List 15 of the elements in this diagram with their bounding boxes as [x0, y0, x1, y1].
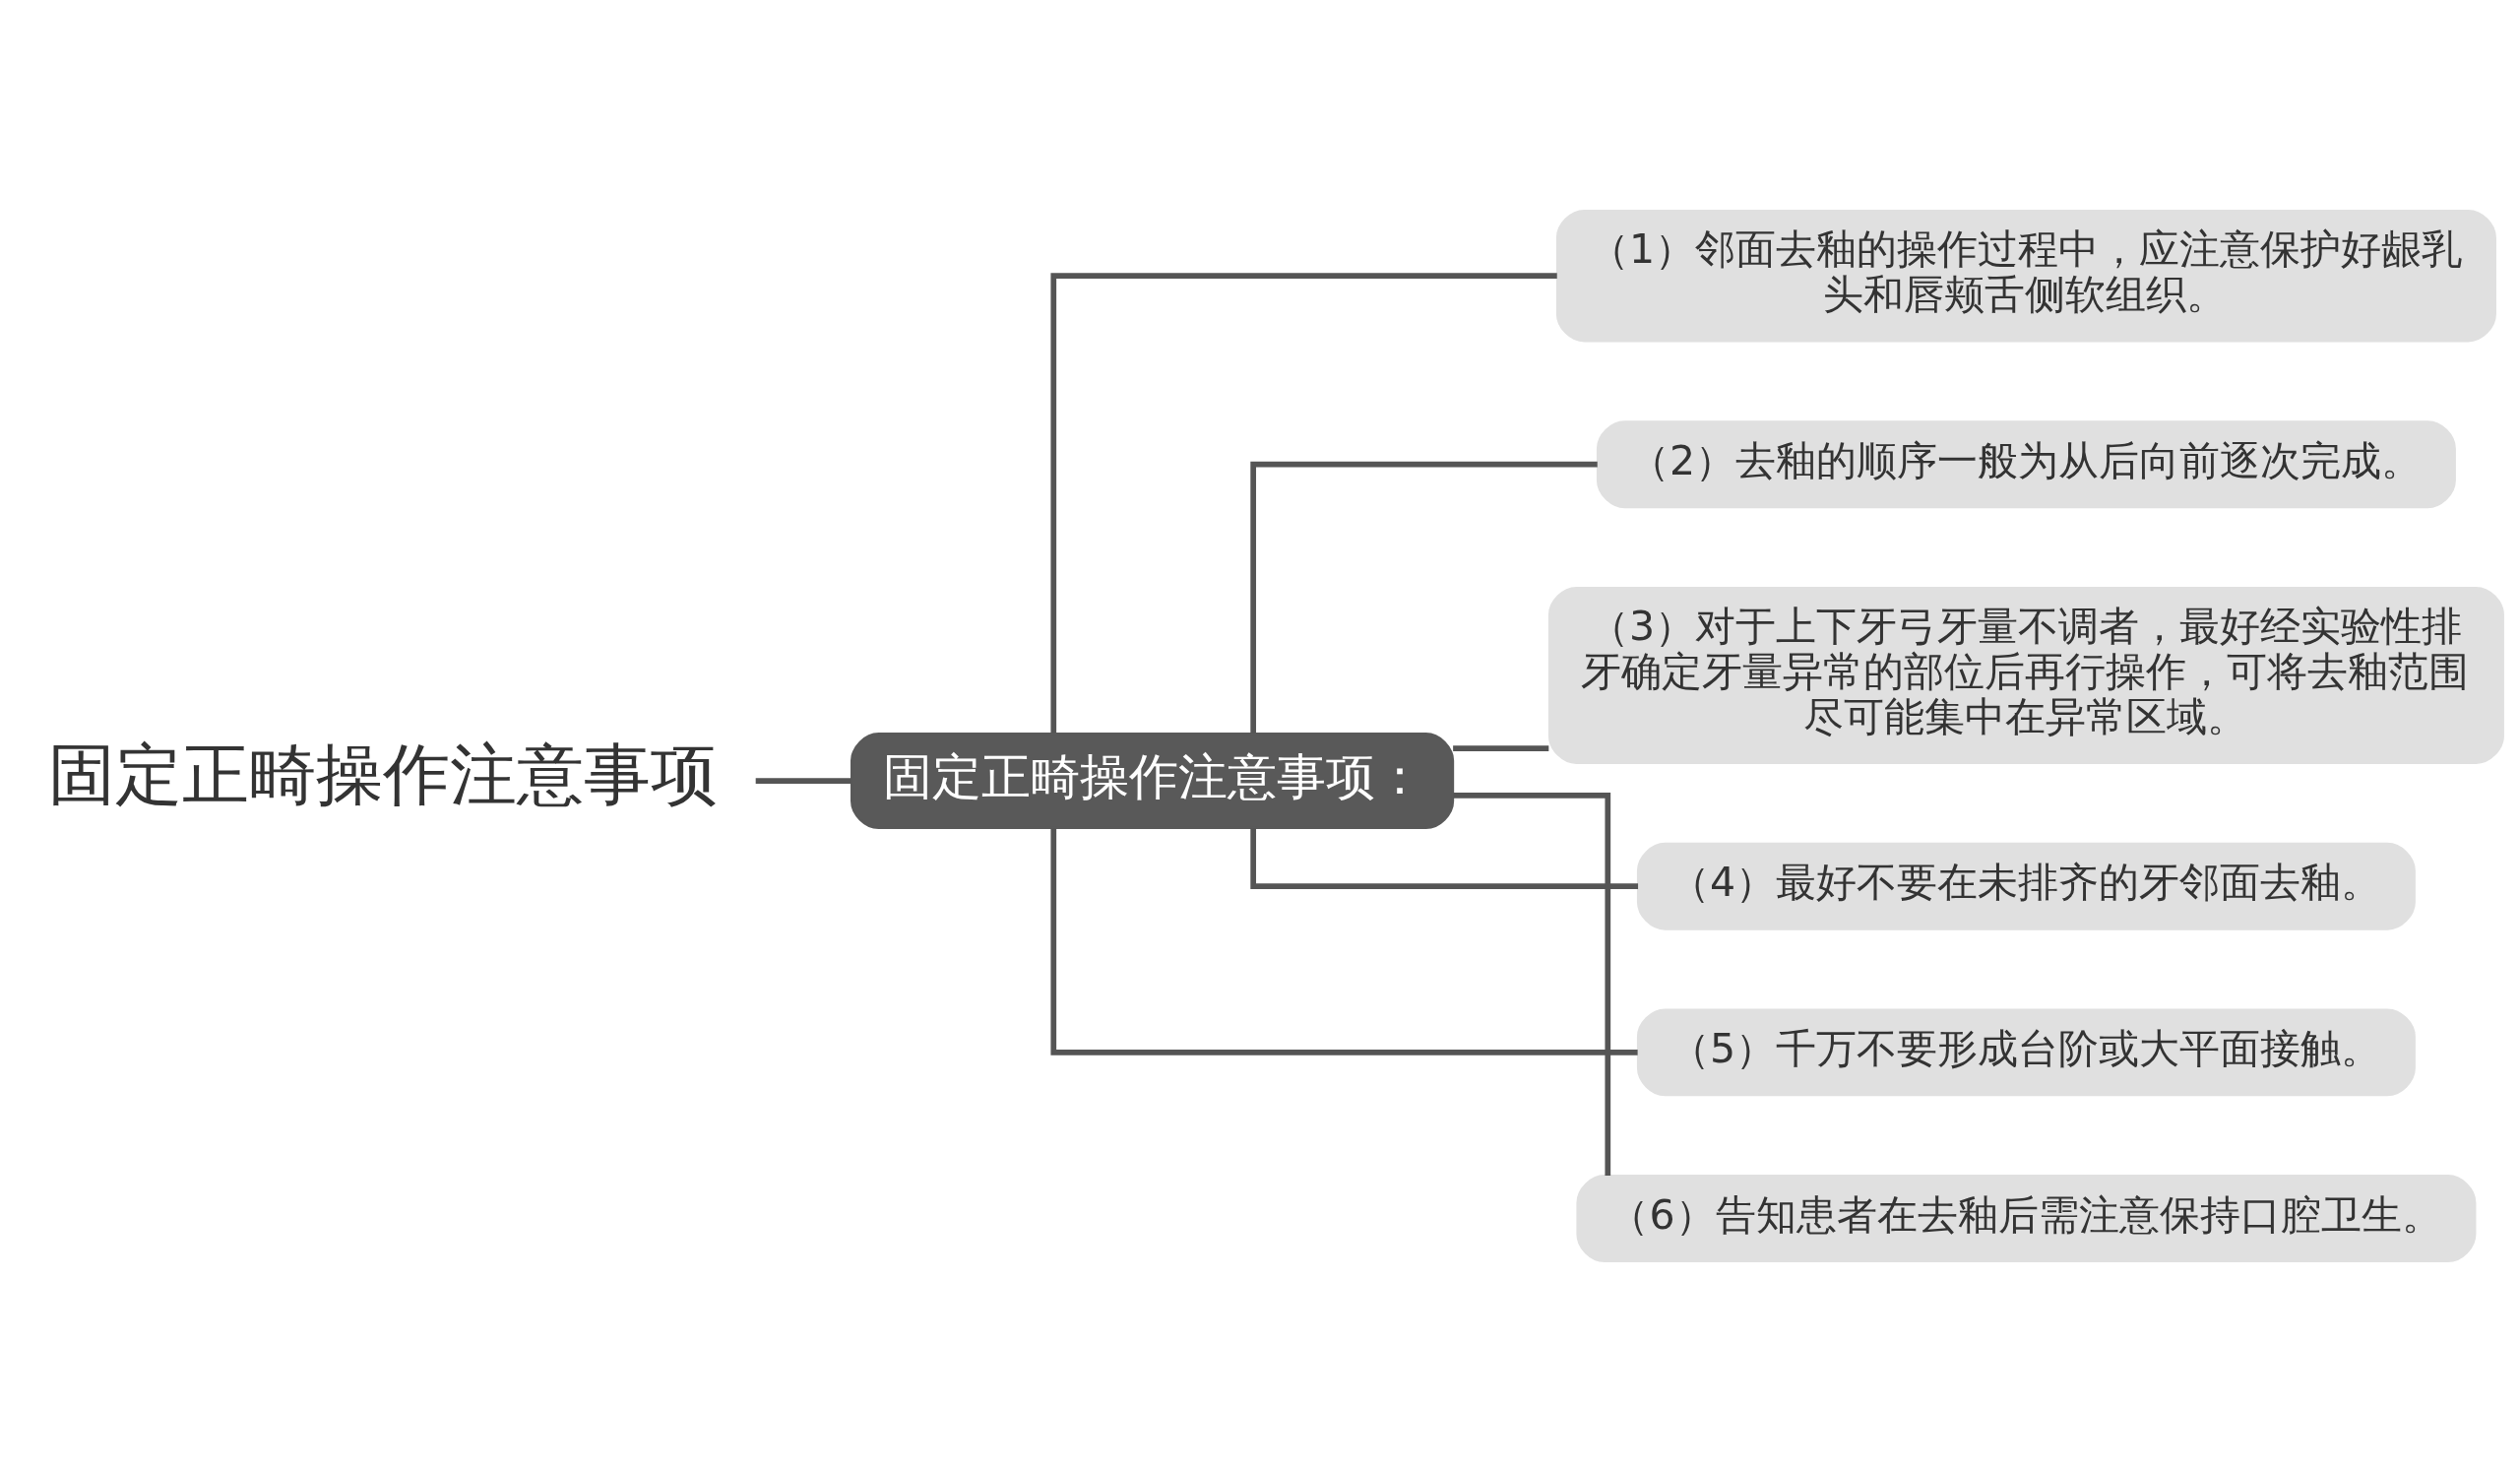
- connector: [1050, 827, 1638, 1055]
- node-box: （1）邻面去釉的操作过程中，应注意保护好龈乳头和唇颊舌侧软组织。: [1555, 209, 2496, 342]
- connector: [1050, 272, 1557, 734]
- node-box: （5）千万不要形成台阶或大平面接触。: [1636, 1007, 2416, 1096]
- connector: [1250, 827, 1639, 889]
- connector: [755, 777, 852, 784]
- node-box: （4）最好不要在未排齐的牙邻面去釉。: [1636, 842, 2416, 930]
- node-box: （2）去釉的顺序一般为从后向前逐次完成。: [1596, 419, 2456, 508]
- node-box: （3）对于上下牙弓牙量不调者，最好经实验性排牙确定牙量异常的部位后再行操作，可将去釉范围尽可能集中在异常区域。: [1547, 586, 2504, 764]
- node-text: 固定正畸操作注意事项: [48, 735, 719, 813]
- connector: [1250, 461, 1598, 734]
- node-box: （6）告知患者在去釉后需注意保持口腔卫生。: [1576, 1174, 2477, 1262]
- connector: [1453, 792, 1611, 1176]
- node-box: 固定正畸操作注意事项：: [850, 732, 1455, 829]
- connector: [1453, 744, 1549, 751]
